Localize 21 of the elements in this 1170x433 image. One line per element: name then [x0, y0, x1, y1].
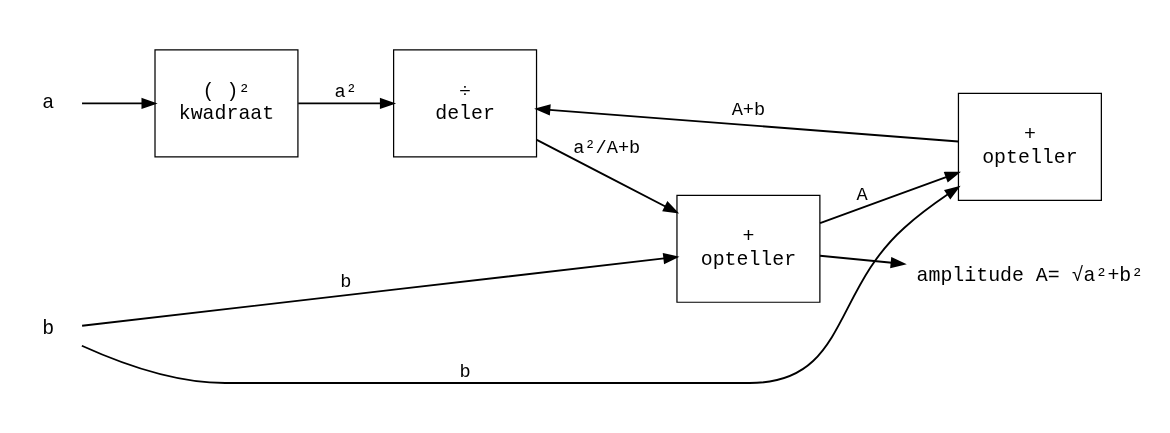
- arrow: [297, 97, 397, 110]
- edge-label: A: [856, 184, 868, 207]
- edge-label: b: [340, 271, 352, 294]
- edge-label: a²/A+b: [573, 137, 641, 160]
- arrow: [535, 139, 680, 214]
- edge-label: b: [459, 360, 471, 383]
- node-box: + opteller: [676, 194, 821, 303]
- arrow: [81, 97, 158, 110]
- arrow: [81, 252, 680, 327]
- node-text: amplitude A= √a²+b²: [916, 263, 1144, 287]
- node-box: ÷ deler: [393, 49, 538, 158]
- arrow: [819, 254, 907, 269]
- edge-label: a²: [334, 81, 357, 104]
- node-box: + opteller: [957, 92, 1102, 201]
- node-text: a: [42, 91, 55, 115]
- node-text: b: [42, 317, 55, 341]
- node-box: ( )² kwadraat: [154, 49, 299, 158]
- arrow: [819, 171, 961, 225]
- arrow: [534, 104, 960, 143]
- edge-label: A+b: [731, 98, 766, 121]
- arrow: [80, 185, 961, 384]
